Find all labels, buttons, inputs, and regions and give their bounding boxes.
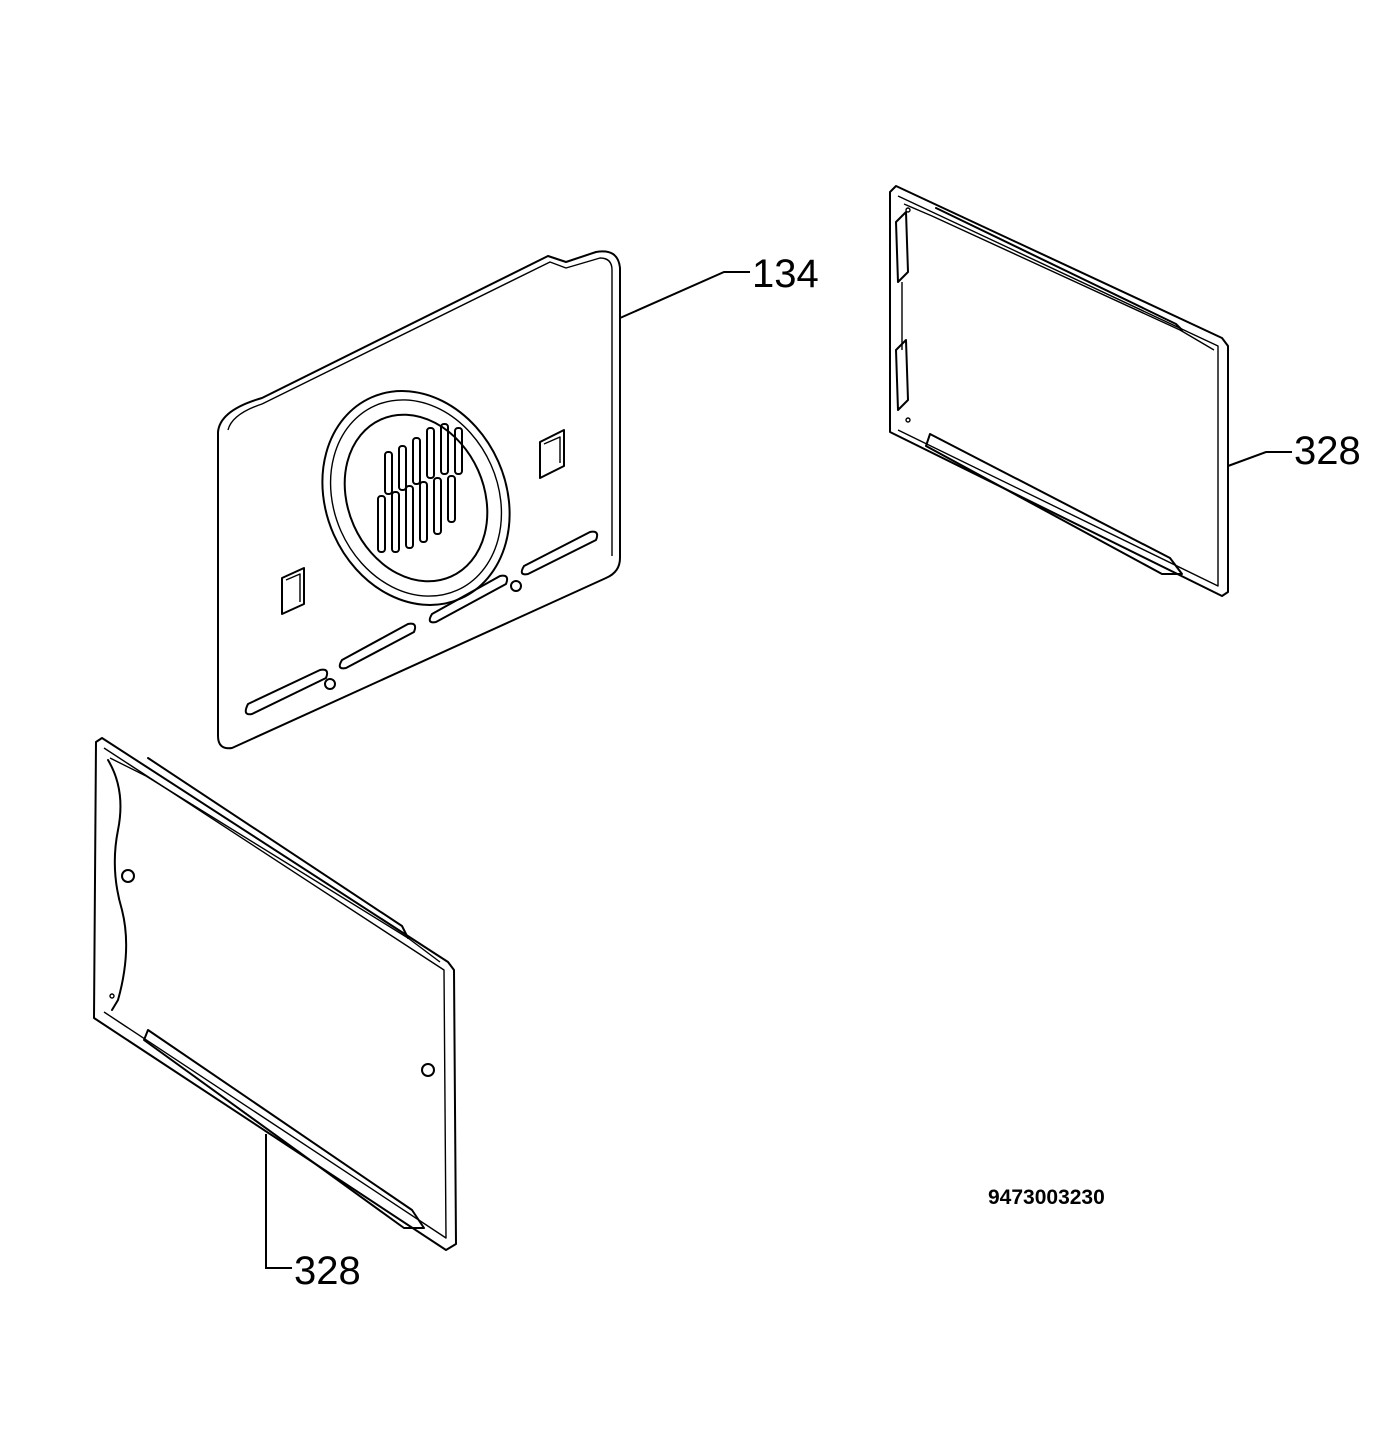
seal-left	[107, 759, 128, 1011]
back-panel-134[interactable]	[217, 250, 621, 750]
clip-upper	[895, 211, 909, 283]
leader-line-328-right	[1227, 451, 1292, 467]
part-label-328-bottom[interactable]: 328	[294, 1249, 361, 1293]
hole-right	[421, 1063, 435, 1077]
glass-panel-bottom-left-328[interactable]	[93, 737, 457, 1251]
part-label-134[interactable]: 134	[752, 252, 819, 296]
glass-panel-right-328[interactable]	[889, 185, 1229, 597]
mount-hole-right	[539, 429, 565, 479]
leader-line-134	[619, 271, 750, 319]
grille-slots	[377, 423, 463, 553]
hole-left	[121, 869, 135, 883]
mount-hole-left	[281, 567, 305, 615]
leader-line-328-bottom	[265, 1134, 292, 1269]
drawing-number: 9473003230	[988, 1186, 1105, 1209]
part-label-328-right[interactable]: 328	[1294, 429, 1361, 473]
vent-slots	[244, 530, 599, 716]
